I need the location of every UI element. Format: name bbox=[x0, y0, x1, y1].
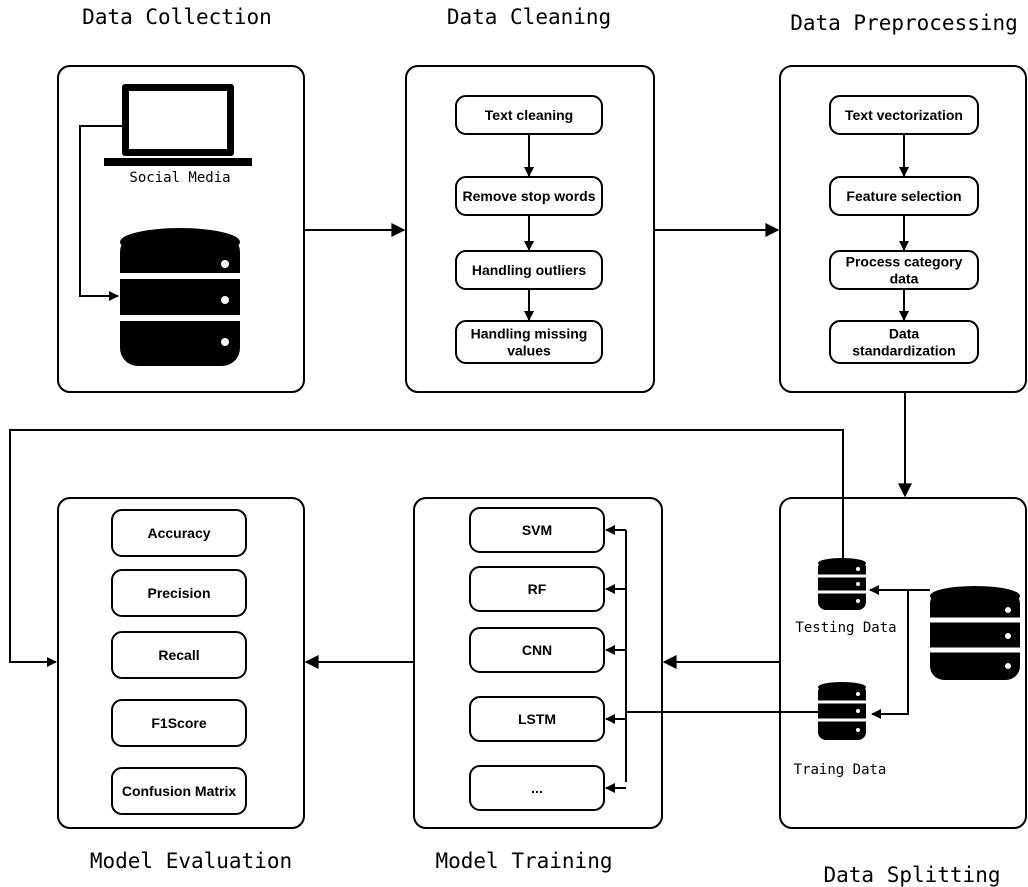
collection-arrow bbox=[79, 125, 122, 301]
data-splitting-title: Data Splitting bbox=[823, 863, 1000, 887]
social-media-label: Social Media bbox=[129, 170, 230, 186]
metric-4-label: F1Score bbox=[151, 715, 206, 731]
cleaning-step-2-label: Remove stop words bbox=[462, 188, 595, 204]
metric-1-label: Accuracy bbox=[147, 525, 210, 541]
cleaning-step-1-label: Text cleaning bbox=[485, 107, 573, 123]
testing-database-icon bbox=[818, 558, 866, 610]
training-data-label: Traing Data bbox=[794, 762, 887, 778]
cleaning-step-4-label: values bbox=[507, 343, 551, 359]
testing-data-label: Testing Data bbox=[795, 620, 896, 636]
data-cleaning-title: Data Cleaning bbox=[447, 5, 611, 29]
model-5: ... bbox=[469, 765, 605, 811]
cleaning-step-2: Remove stop words bbox=[455, 176, 603, 216]
model-5-label: ... bbox=[531, 780, 543, 796]
model-1-label: SVM bbox=[522, 522, 552, 538]
model-1: SVM bbox=[469, 507, 605, 553]
model-3: CNN bbox=[469, 627, 605, 673]
cleaning-step-3-label: Handling outliers bbox=[472, 262, 587, 278]
split-to-training-arrow bbox=[871, 589, 930, 719]
data-preprocessing-title: Data Preprocessing bbox=[790, 11, 1018, 35]
model-2-label: RF bbox=[528, 581, 547, 597]
preprocessing-step-2: Feature selection bbox=[829, 176, 979, 216]
metric-4: F1Score bbox=[111, 699, 247, 747]
large-database-icon bbox=[930, 586, 1020, 680]
model-3-label: CNN bbox=[522, 642, 552, 658]
preprocessing-step-4-label: Data bbox=[889, 326, 920, 342]
preprocessing-step-1-label: Text vectorization bbox=[845, 107, 963, 123]
metric-2-label: Precision bbox=[147, 585, 210, 601]
testing-to-evaluation-arrow bbox=[9, 429, 844, 667]
preprocessing-step-4-label: standardization bbox=[852, 343, 955, 359]
model-2: RF bbox=[469, 566, 605, 612]
data-collection-title: Data Collection bbox=[82, 5, 272, 29]
cleaning-step-3: Handling outliers bbox=[455, 250, 603, 290]
model-4: LSTM bbox=[469, 696, 605, 742]
metric-5-label: Confusion Matrix bbox=[122, 783, 237, 799]
model-evaluation-title: Model Evaluation bbox=[90, 849, 292, 873]
model-4-label: LSTM bbox=[518, 711, 556, 727]
metric-3-label: Recall bbox=[158, 647, 199, 663]
laptop-icon bbox=[104, 84, 252, 166]
preprocessing-step-2-label: Feature selection bbox=[846, 188, 961, 204]
metric-3: Recall bbox=[111, 631, 247, 679]
database-icon bbox=[120, 228, 240, 366]
preprocessing-step-1: Text vectorization bbox=[829, 95, 979, 135]
model-training-title: Model Training bbox=[435, 849, 612, 873]
preprocessing-step-3-label: data bbox=[890, 271, 919, 287]
cleaning-step-4-label: Handling missing bbox=[471, 326, 588, 342]
metric-1: Accuracy bbox=[111, 509, 247, 557]
metric-2: Precision bbox=[111, 569, 247, 617]
metric-5: Confusion Matrix bbox=[111, 767, 247, 815]
cleaning-step-1: Text cleaning bbox=[455, 95, 603, 135]
preprocessing-step-3-label: Process category bbox=[846, 254, 963, 270]
